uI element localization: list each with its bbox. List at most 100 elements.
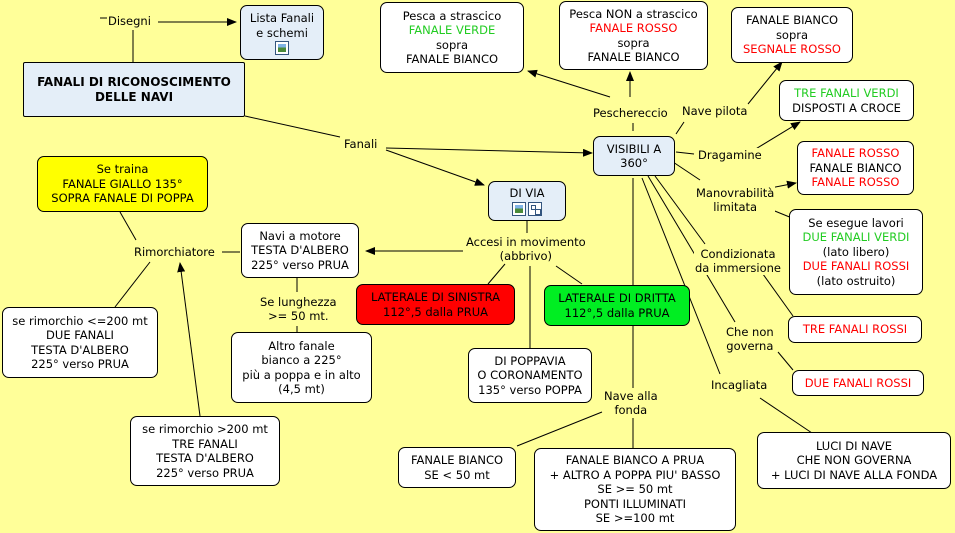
node-text: TESTA D'ALBERO [156,451,254,465]
node-text: DI POPPAVIA [494,353,566,368]
node-text: FANALE BIANCO [587,50,680,64]
navi-motore-node[interactable]: Navi a motore TESTA D'ALBERO 225° verso … [241,223,359,278]
node-text: DISPOSTI A CROCE [792,100,901,115]
root-title-line: DELLE NAVI [94,89,174,104]
node-text: sopra [775,27,809,42]
lista-fanali-node[interactable]: Lista Fanali e schemi [240,5,324,60]
tre-fanali-rossi-node[interactable]: TRE FANALI ROSSI [788,316,922,343]
label-text: Che non [726,325,774,339]
node-text: se rimorchio >200 mt [142,422,268,436]
label-text: governa [726,339,774,353]
node-text: FANALE GIALLO 135° [62,176,183,191]
node-text: Se traina [96,162,149,177]
label-text: (abbrivo) [499,249,553,263]
label-text: Nave pilota [682,104,748,118]
label-lunghezza[interactable]: Se lunghezza >= 50 mt. [259,295,338,323]
node-text: TRE FANALI VERDI [794,86,899,100]
node-text: TRE FANALI [172,436,238,451]
label-text: Nave alla [604,389,658,403]
node-text: FANALE VERDE [408,23,496,37]
label-text: Incagliata [711,378,768,392]
laterale-dritta-node[interactable]: LATERALE DI DRITTA 112°,5 dalla PRUA [544,285,690,326]
label-rimorchiatore[interactable]: Rimorchiatore [133,245,216,259]
node-text: se rimorchio <=200 mt [12,313,148,328]
node-text: sopra [617,35,650,50]
node-text: (4,5 mt) [278,382,325,396]
root-topic-node[interactable]: FANALI DI RICONOSCIMENTO DELLE NAVI [23,62,245,117]
node-text: 225° verso PRUA [31,357,129,371]
node-text: DUE FANALI ROSSI [804,375,912,390]
due-fanali-rossi-node[interactable]: DUE FANALI ROSSI [792,370,924,396]
label-text: Se lunghezza [260,295,337,309]
poppavia-node[interactable]: DI POPPAVIA O CORONAMENTO 135° verso POP… [468,348,592,403]
label-dragamine[interactable]: Dragamine [697,148,763,162]
rimorchio-200-node[interactable]: se rimorchio <=200 mt DUE FANALI TESTA D… [2,307,158,378]
label-text: Disegni [108,14,151,28]
label-text: Peschereccio [593,106,668,120]
node-text: VISIBILI A [606,141,662,156]
node-text: FANALE ROSSO [589,21,678,35]
node-text: DUE FANALI VERDI [802,230,910,245]
node-text: FANALE BIANCO [809,160,902,175]
node-text: DUE FANALI ROSSI [802,259,910,274]
node-text: LATERALE DI SINISTRA [371,290,500,304]
label-che-non-governa[interactable]: Che non governa [725,325,775,353]
label-disegni[interactable]: Disegni [107,14,152,28]
label-condizionata[interactable]: Condizionata da immersione [694,247,782,275]
fonda-big-node[interactable]: FANALE BIANCO A PRUA + ALTRO A POPPA PIU… [534,448,736,531]
rimorchio-over-200-node[interactable]: se rimorchio >200 mt TRE FANALI TESTA D'… [130,416,280,486]
label-text: Manovrabilità [696,186,775,200]
node-text: + LUCI DI NAVE ALLA FONDA [770,467,938,482]
node-text: SE >=100 mt [595,511,675,526]
label-text: Dragamine [698,148,762,162]
node-text: DUE FANALI [46,328,114,342]
node-text: TESTA D'ALBERO [251,243,349,258]
node-text: LUCI DI NAVE [815,438,893,453]
label-text: limitata [713,200,758,214]
laterale-sinistra-node[interactable]: LATERALE DI SINISTRA 112°,5 dalla PRUA [356,284,515,325]
traina-node[interactable]: Se traina FANALE GIALLO 135° SOPRA FANAL… [37,156,208,212]
node-text: SE >= 50 mt [597,482,673,497]
node-text: SE < 50 mt [424,467,490,482]
label-manovrabilita[interactable]: Manovrabilità limitata [695,186,776,214]
altro-fanale-node[interactable]: Altro fanale bianco a 225° più a poppa e… [231,332,372,403]
node-text: TESTA D'ALBERO [31,342,129,357]
label-text: fonda [614,403,648,417]
image-icon[interactable] [275,41,289,55]
node-text: Pesca NON a strascico [569,6,698,21]
label-fanali[interactable]: Fanali [343,137,379,151]
node-text: 112°,5 dalla PRUA [383,304,488,319]
label-text: Fanali [344,137,378,151]
visibili-360-node[interactable]: VISIBILI A 360° [593,136,675,176]
node-text: (lato ostruito) [816,273,896,288]
node-text: FANALE BIANCO [405,52,499,66]
node-text: più a poppa e in alto [242,367,361,382]
fonda-small-node[interactable]: FANALE BIANCO SE < 50 mt [398,447,516,488]
node-text: CHE NON GOVERNA [796,453,912,468]
di-via-node[interactable]: DI VIA [488,181,566,221]
node-text: LATERALE DI DRITTA [558,291,676,305]
node-text: FANALE ROSSO [811,175,900,190]
concept-map-icon[interactable] [528,201,542,216]
node-text: O CORONAMENTO [477,368,583,383]
node-text: Altro fanale [268,338,335,353]
node-text: DI VIA [509,186,545,201]
node-text: SOPRA FANALE DI POPPA [51,191,194,206]
label-peschereccio[interactable]: Peschereccio [592,106,669,120]
luci-nave-node[interactable]: LUCI DI NAVE CHE NON GOVERNA + LUCI DI N… [757,432,951,489]
label-text: Accesi in movimento [466,235,586,249]
node-text: 112°,5 dalla PRUA [564,305,670,320]
image-icon[interactable] [512,201,526,216]
label-incagliata[interactable]: Incagliata [710,378,769,392]
label-accesi-movimento[interactable]: Accesi in movimento (abbrivo) [465,235,587,263]
label-nave-alla-fonda[interactable]: Nave alla fonda [603,389,659,417]
node-text: 225° verso PRUA [156,465,254,480]
label-text: Condizionata [700,247,776,261]
label-nave-pilota[interactable]: Nave pilota [681,104,749,118]
